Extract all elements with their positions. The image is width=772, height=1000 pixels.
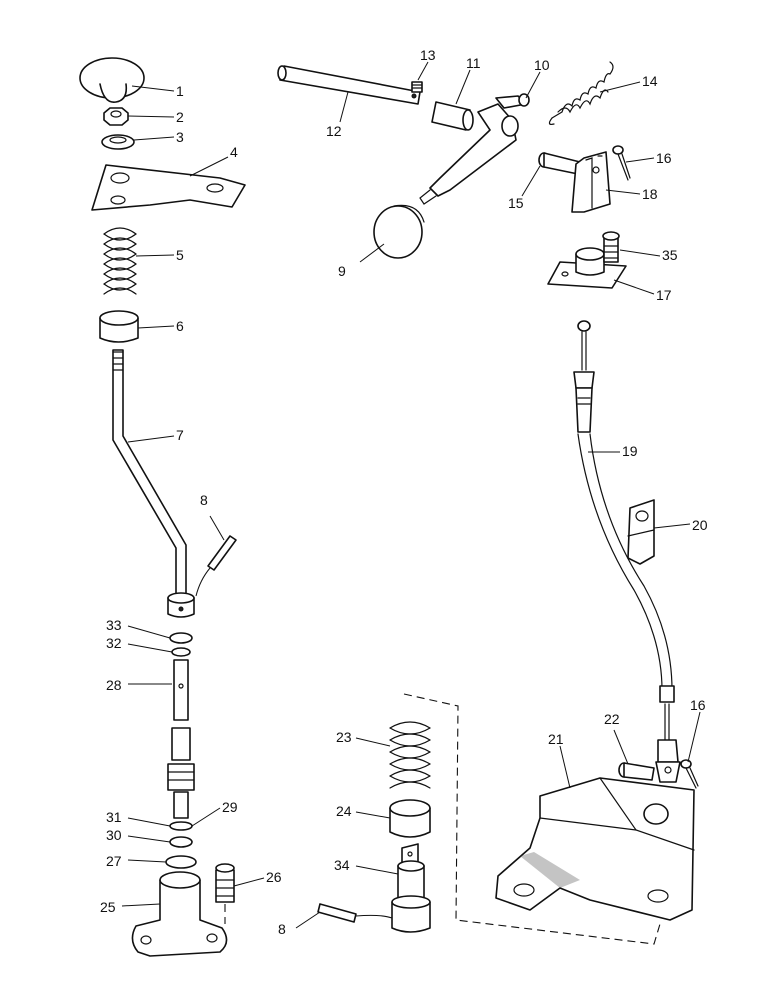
label-12: 12 (326, 123, 342, 139)
label-11: 11 (466, 55, 481, 71)
plunger-part (391, 843, 431, 933)
label-30: 30 (106, 827, 122, 843)
lever-rod-part (112, 349, 195, 618)
label-18: 18 (642, 186, 658, 202)
label-35: 35 (662, 247, 678, 263)
label-16-lower: 16 (690, 697, 706, 713)
label-22: 22 (604, 711, 620, 727)
grub-screw-part (411, 81, 423, 93)
label-23: 23 (336, 729, 352, 745)
label-1: 1 (176, 83, 184, 99)
sleeve-part (431, 101, 474, 131)
label-27: 27 (106, 853, 122, 869)
label-7: 7 (176, 427, 184, 443)
label-33: 33 (106, 617, 122, 633)
screw-part (215, 863, 235, 924)
label-31: 31 (106, 809, 122, 825)
shaft-part (167, 659, 195, 819)
knob-part (79, 57, 145, 103)
lever-arm-part (419, 93, 530, 205)
label-4: 4 (230, 144, 238, 160)
label-20: 20 (692, 517, 708, 533)
ring-part (169, 632, 193, 657)
dashed-connection-line (403, 693, 661, 945)
housing-part (131, 871, 228, 957)
cable-pin-part (618, 762, 655, 781)
control-cable-part (573, 320, 681, 783)
label-14: 14 (642, 73, 658, 89)
label-2: 2 (176, 109, 184, 125)
cross-shaft-part (277, 65, 421, 105)
seal-rings-part (165, 821, 197, 869)
label-17: 17 (656, 287, 672, 303)
lower-pin-part (317, 903, 393, 923)
label-34: 34 (334, 857, 350, 873)
label-10: 10 (534, 57, 550, 73)
label-21: 21 (548, 731, 564, 747)
lower-bushing-part (389, 799, 431, 838)
base-plate-part (495, 777, 695, 921)
bolt-part (602, 231, 620, 263)
bushing-part (99, 310, 139, 343)
label-32: 32 (106, 635, 122, 651)
label-25: 25 (100, 899, 116, 915)
split-pin-lower-part (680, 759, 699, 789)
tension-spring-part (548, 61, 614, 125)
nut-part (103, 107, 129, 126)
clevis-pin-part (538, 152, 581, 175)
label-19: 19 (622, 443, 638, 459)
lower-spring-part (389, 721, 431, 789)
label-9: 9 (338, 263, 346, 279)
label-6: 6 (176, 318, 184, 334)
label-13: 13 (420, 47, 436, 63)
washer-part (101, 134, 135, 150)
label-28: 28 (106, 677, 122, 693)
lever-knob-part (373, 204, 425, 259)
label-24: 24 (336, 803, 352, 819)
split-pin-part (612, 145, 631, 181)
spring-part (103, 227, 137, 295)
part-number-labels: 1 2 3 4 5 6 7 8 8 9 10 11 12 13 14 15 16… (100, 47, 708, 937)
label-15: 15 (508, 195, 524, 211)
leader-lines (121, 61, 701, 929)
label-8-upper: 8 (200, 492, 208, 508)
clevis-bracket-part (571, 151, 611, 213)
label-5: 5 (176, 247, 184, 263)
label-8-lower: 8 (278, 921, 286, 937)
label-16-upper: 16 (656, 150, 672, 166)
tab-bracket-part (627, 499, 655, 565)
label-3: 3 (176, 129, 184, 145)
pin-part (195, 535, 237, 597)
label-29: 29 (222, 799, 238, 815)
bracket-plate-part (91, 164, 246, 211)
label-26: 26 (266, 869, 282, 885)
